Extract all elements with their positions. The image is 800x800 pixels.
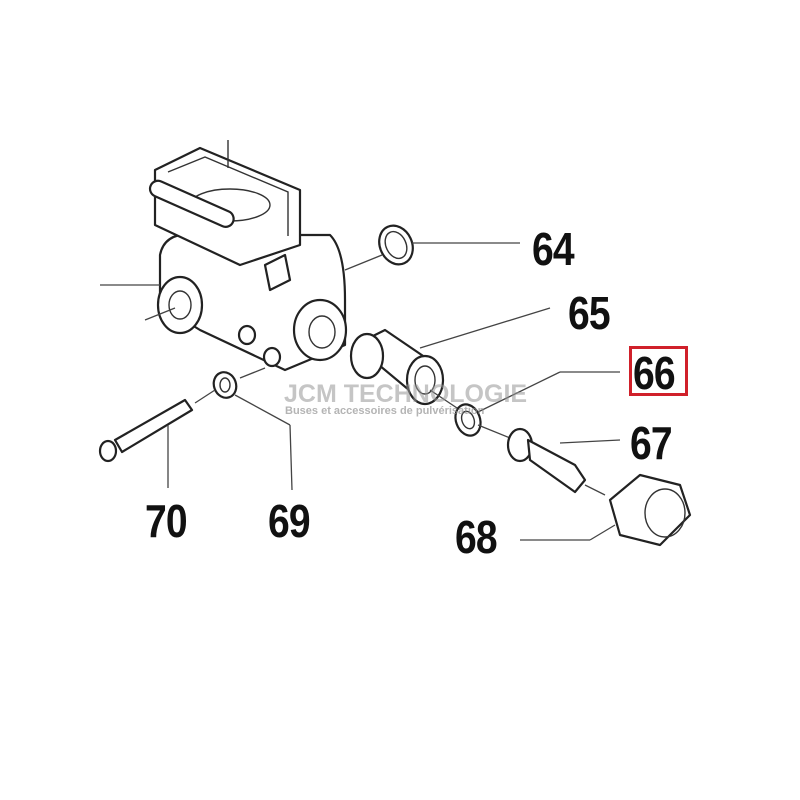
callout-66-highlight-box <box>629 346 688 396</box>
callout-66: 66 <box>633 347 676 399</box>
part-70-bolt <box>98 389 216 488</box>
part-69-washer <box>212 367 293 491</box>
part-67-insert <box>506 427 621 496</box>
part-68-nut <box>520 473 692 547</box>
watermark-title: JCM TECHNOLOGIE <box>284 380 528 408</box>
callout-68: 68 <box>455 511 498 563</box>
pump-body <box>100 140 348 372</box>
part-64-o-ring <box>344 224 520 271</box>
part-66-washer <box>454 371 620 441</box>
callout-65: 65 <box>568 287 611 339</box>
callout-69: 69 <box>268 495 311 547</box>
watermark-subtitle: Buses et accessoires de pulvérisation <box>285 405 485 417</box>
callout-70: 70 <box>145 495 188 547</box>
part-65-fitting <box>349 307 551 411</box>
callout-64: 64 <box>532 223 575 275</box>
callout-67: 67 <box>630 417 673 469</box>
